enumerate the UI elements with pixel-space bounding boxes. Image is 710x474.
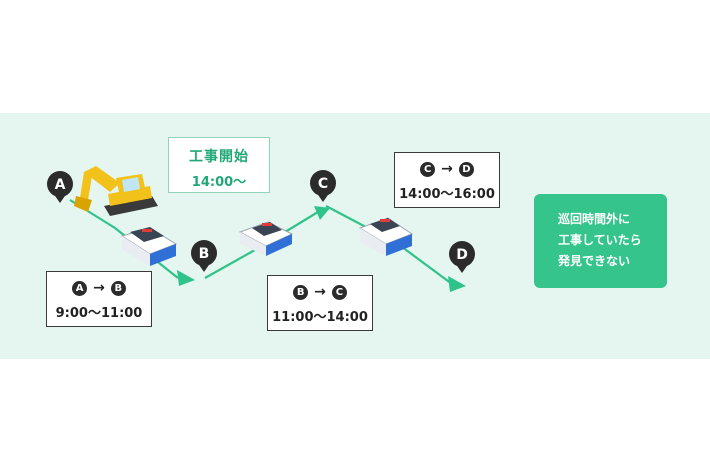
segment-time: 14:00〜16:00	[399, 187, 495, 202]
pin-label-b: B	[199, 246, 210, 262]
segment-box-c-d: C → D 14:00〜16:00	[394, 152, 500, 208]
construction-start-box: 工事開始 14:00〜	[168, 137, 270, 193]
route-arrow: →	[93, 280, 105, 296]
notice-box: 巡回時間外に 工事していたら 発見できない	[534, 194, 667, 288]
patrol-car-icon	[358, 217, 414, 256]
route-arrow: →	[441, 161, 453, 177]
patrol-car-icon	[120, 227, 178, 266]
route-arrow: →	[314, 284, 326, 300]
location-pin-icon: C	[310, 170, 336, 202]
pin-label-d: D	[456, 247, 468, 263]
construction-start-time: 14:00〜	[191, 175, 247, 190]
notice-line-1: 巡回時間外に	[558, 212, 631, 226]
badge-from: C	[420, 161, 436, 177]
segment-box-b-c: B → C 11:00〜14:00	[267, 275, 373, 331]
notice-line-2: 工事していたら	[558, 233, 642, 247]
location-pin-icon: A	[47, 171, 73, 203]
badge-to: C	[331, 284, 347, 300]
route-arrowheads	[177, 206, 466, 292]
segment-time: 11:00〜14:00	[272, 310, 368, 325]
badge-to: D	[458, 161, 474, 177]
excavator-icon	[74, 166, 158, 216]
location-pin-icon: D	[449, 241, 475, 273]
arrowhead-b	[177, 270, 195, 286]
location-pin-icon: B	[191, 240, 217, 272]
patrol-car-icon	[238, 221, 294, 256]
badge-from: A	[72, 280, 88, 296]
badge-to: B	[110, 280, 126, 296]
notice-line-3: 発見できない	[558, 254, 631, 268]
segment-time: 9:00〜11:00	[55, 306, 143, 321]
pin-label-a: A	[55, 177, 66, 193]
badge-from: B	[293, 284, 309, 300]
segment-box-a-b: A → B 9:00〜11:00	[46, 271, 152, 327]
segment-route: B → C	[268, 284, 372, 300]
arrowhead-d	[448, 276, 466, 292]
pin-label-c: C	[318, 176, 328, 192]
construction-start-title: 工事開始	[189, 149, 249, 165]
segment-route: C → D	[395, 161, 499, 177]
segment-route: A → B	[47, 280, 151, 296]
arrowhead-c	[314, 206, 330, 220]
